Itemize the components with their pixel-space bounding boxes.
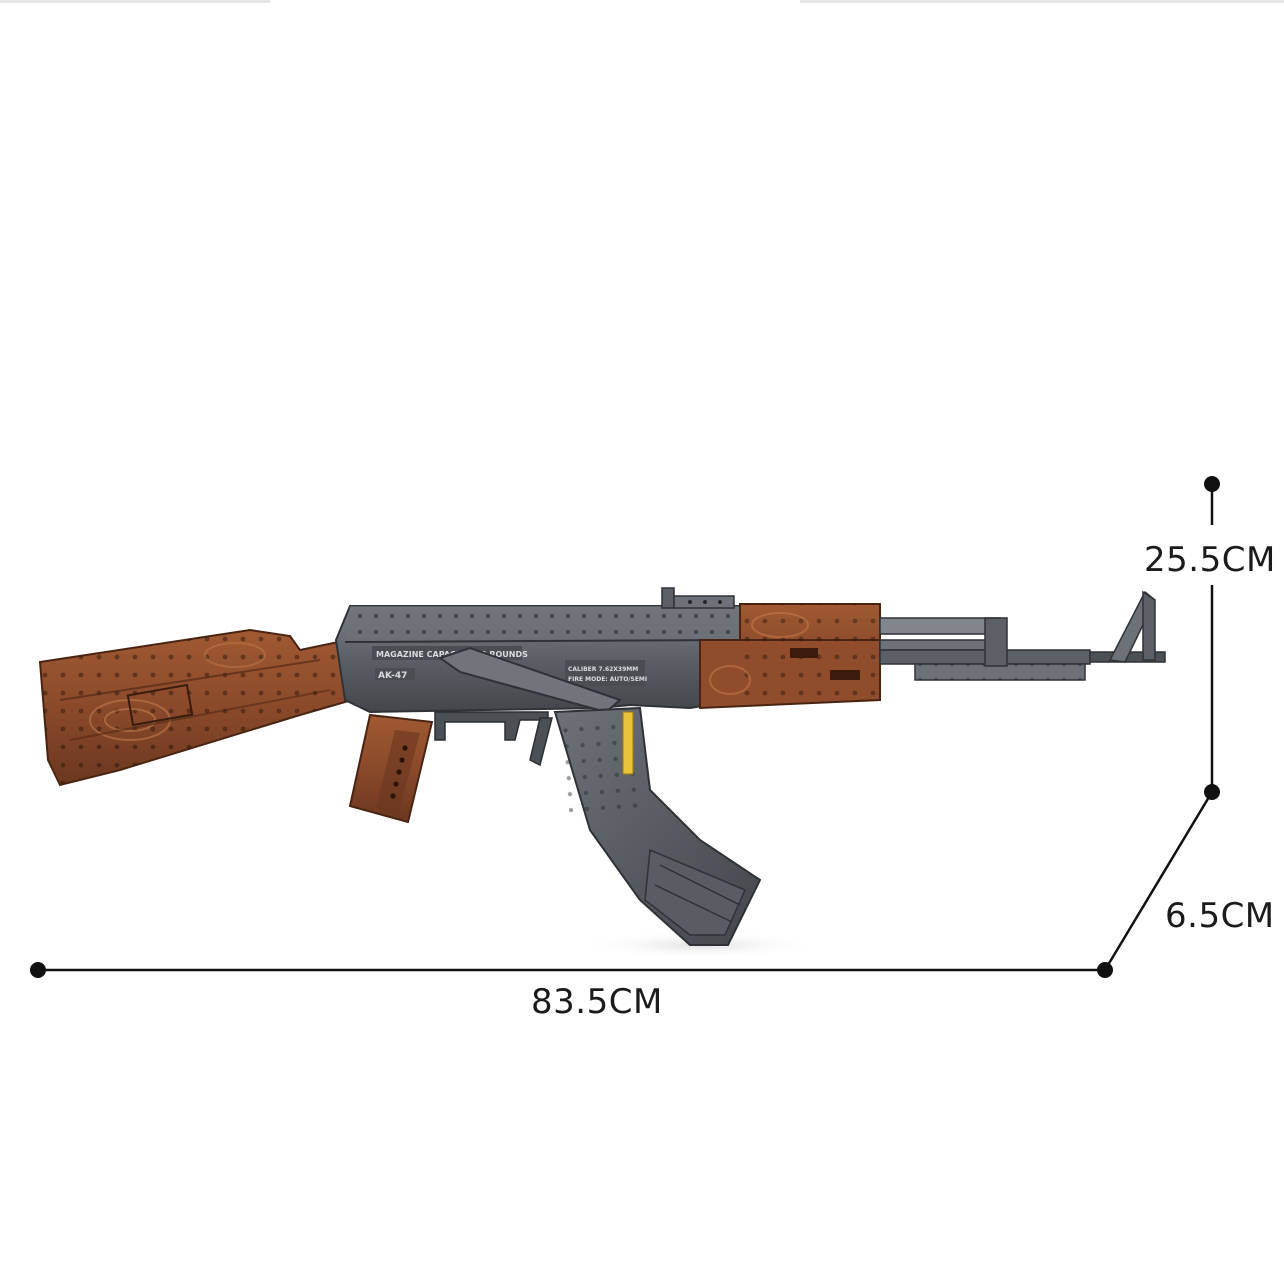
receiver-text-2: AK-47: [378, 671, 407, 681]
height-top-point: [1204, 476, 1220, 492]
receiver: MAGAZINE CAPACITY: 30 ROUNDS AK-47 CALIB…: [334, 587, 741, 714]
handguard: [699, 603, 881, 710]
height-label: 25.5CM: [1144, 540, 1276, 580]
length-label: 83.5CM: [531, 982, 663, 1022]
dimension-lines: [38, 484, 1214, 972]
length-end-point: [1097, 962, 1113, 978]
trigger-guard: [434, 711, 553, 767]
depth-label: 6.5CM: [1165, 896, 1275, 936]
receiver-text-4: FIRE MODE: AUTO/SEMI: [568, 676, 647, 683]
stock: [38, 628, 354, 787]
dimension-points: [30, 476, 1220, 978]
height-bottom-point: [1204, 784, 1220, 800]
top-edge-line-left: [0, 0, 270, 3]
barrel-assembly: [879, 590, 1166, 681]
length-start-point: [30, 962, 46, 978]
top-edge-line-right: [800, 0, 1284, 3]
receiver-text-3: CALIBER 7.62X39MM: [568, 666, 638, 673]
magazine: [553, 706, 762, 946]
pistol-grip: [348, 713, 434, 824]
depth-line: [1103, 791, 1214, 971]
